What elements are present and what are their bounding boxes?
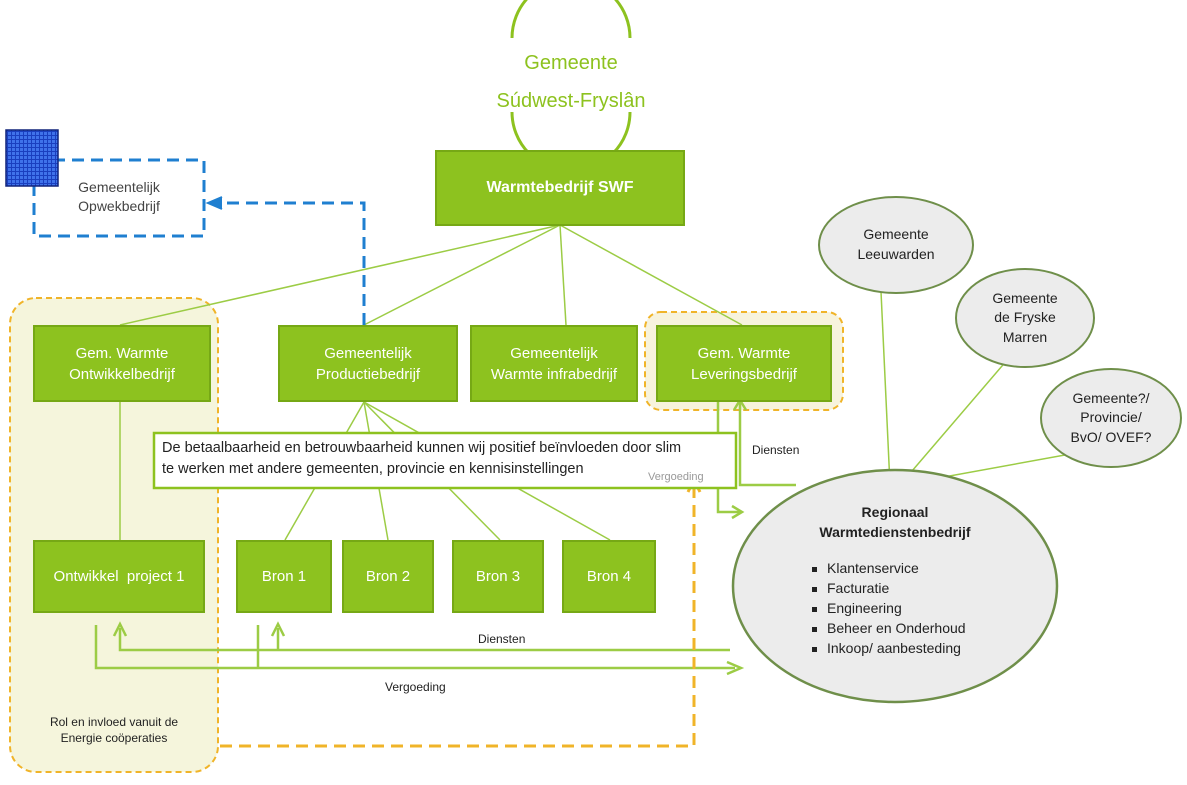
bron-1-label: Bron 1 <box>261 568 307 585</box>
infrabedrijf-line2: Warmte infrabedrijf <box>490 365 618 383</box>
diensten-lower-label: Diensten <box>478 632 526 646</box>
partner-fryske-marren-line3: Marren <box>1002 328 1048 345</box>
ontwikkelbedrijf-box: Gem. Warmte Ontwikkelbedrijf <box>33 325 211 402</box>
project-label: Ontwikkel project 1 <box>53 568 185 585</box>
partner-provincie-line1: Gemeente?/ <box>1072 389 1150 406</box>
leveringsbedrijf-line2: Leveringsbedrijf <box>691 365 797 383</box>
opwek-line1: Gemeentelijk <box>78 179 160 195</box>
ontwikkelbedrijf-line2: Ontwikkelbedrijf <box>69 365 175 383</box>
warmtebedrijf-swf-label: Warmtebedrijf SWF <box>486 178 634 196</box>
opwek-label: Gemeentelijk Opwekbedrijf <box>38 178 200 216</box>
partner-provincie-line2: Provincie/ <box>1080 409 1142 426</box>
municipality-arc-top <box>510 0 632 39</box>
service-item: Klantenservice <box>812 558 966 578</box>
service-label: Inkoop/ aanbesteding <box>827 640 961 656</box>
leveringsbedrijf-box: Gem. Warmte Leveringsbedrijf <box>656 325 832 402</box>
partner-fryske-marren-line1: Gemeente <box>992 289 1058 306</box>
project-box: Ontwikkel project 1 <box>33 540 205 613</box>
partner-provincie: Gemeente?/ Provincie/ BvO/ OVEF? <box>1040 368 1182 468</box>
bron-3-label: Bron 3 <box>475 568 521 585</box>
warmtebedrijf-swf-box: Warmtebedrijf SWF <box>435 150 685 226</box>
regional-ellipse <box>731 468 1059 704</box>
productiebedrijf-line1: Gemeentelijk <box>324 344 412 362</box>
bron-1-box: Bron 1 <box>236 540 332 613</box>
cooperatives-area <box>9 297 219 773</box>
partner-leeuwarden-line2: Leeuwarden <box>857 246 935 262</box>
service-item: Engineering <box>812 598 966 618</box>
leveringsbedrijf-line1: Gem. Warmte <box>697 344 791 362</box>
vergoeding-upper-label: Vergoeding <box>648 471 704 483</box>
note-box <box>152 431 738 490</box>
bullet-icon <box>812 626 817 632</box>
infrabedrijf-box: Gemeentelijk Warmte infrabedrijf <box>470 325 638 402</box>
regional-title-line2: Warmtedienstenbedrijf <box>819 524 971 540</box>
regional-services-list: Klantenservice Facturatie Engineering Be… <box>812 558 966 658</box>
bron-2-label: Bron 2 <box>365 568 411 585</box>
cooperatives-line2: Energie coöperaties <box>60 731 168 746</box>
bullet-icon <box>812 606 817 612</box>
service-label: Klantenservice <box>827 560 919 576</box>
opwek-line2: Opwekbedrijf <box>78 197 160 214</box>
partner-leeuwarden: Gemeente Leeuwarden <box>818 196 974 294</box>
orange-dashed-path <box>220 482 696 748</box>
partner-fryske-marren-line2: de Fryske <box>994 309 1056 326</box>
service-item: Facturatie <box>812 578 966 598</box>
partner-fryske-marren: Gemeente de Fryske Marren <box>955 268 1095 368</box>
note-line2: te werken met andere gemeenten, provinci… <box>162 461 584 477</box>
opwek-box <box>32 158 206 238</box>
bron-4-label: Bron 4 <box>586 568 632 585</box>
service-label: Facturatie <box>827 580 890 596</box>
bron-4-box: Bron 4 <box>562 540 656 613</box>
regional-title: Regionaal Warmtedienstenbedrijf <box>800 502 990 542</box>
bullet-icon <box>812 586 817 592</box>
bullet-icon <box>812 646 817 652</box>
note-line1: De betaalbaarheid en betrouwbaarheid kun… <box>162 440 682 456</box>
cooperatives-line1: Rol en invloed vanuit de <box>49 715 179 729</box>
service-label: Beheer en Onderhoud <box>827 620 966 636</box>
productiebedrijf-line2: Productiebedrijf <box>315 365 421 383</box>
service-label: Engineering <box>827 600 902 616</box>
bullet-icon <box>812 566 817 572</box>
service-item: Inkoop/ aanbesteding <box>812 638 966 658</box>
bron-2-box: Bron 2 <box>342 540 434 613</box>
service-item: Beheer en Onderhoud <box>812 618 966 638</box>
partner-provincie-line3: BvO/ OVEF? <box>1070 428 1152 445</box>
cooperatives-label: Rol en invloed vanuit de Energie coöpera… <box>18 714 210 746</box>
partner-leeuwarden-line1: Gemeente <box>863 226 929 243</box>
productiebedrijf-box: Gemeentelijk Productiebedrijf <box>278 325 458 402</box>
blue-dashed-path <box>216 201 366 325</box>
bron-3-box: Bron 3 <box>452 540 544 613</box>
municipality-name: Gemeente Súdwest-Fryslân <box>461 44 681 120</box>
municipality-line1: Gemeente <box>524 52 618 74</box>
regional-title-line1: Regionaal <box>861 504 929 520</box>
diensten-upper-label: Diensten <box>752 443 800 457</box>
blue-arrowhead <box>205 196 223 210</box>
municipality-line2: Súdwest-Fryslân <box>496 90 646 112</box>
ontwikkelbedrijf-line1: Gem. Warmte <box>75 344 169 362</box>
vergoeding-lower-label: Vergoeding <box>385 680 446 694</box>
note-text: De betaalbaarheid en betrouwbaarheid kun… <box>162 438 732 480</box>
solar-panel-icon <box>5 129 59 187</box>
infrabedrijf-line1: Gemeentelijk <box>510 344 598 362</box>
